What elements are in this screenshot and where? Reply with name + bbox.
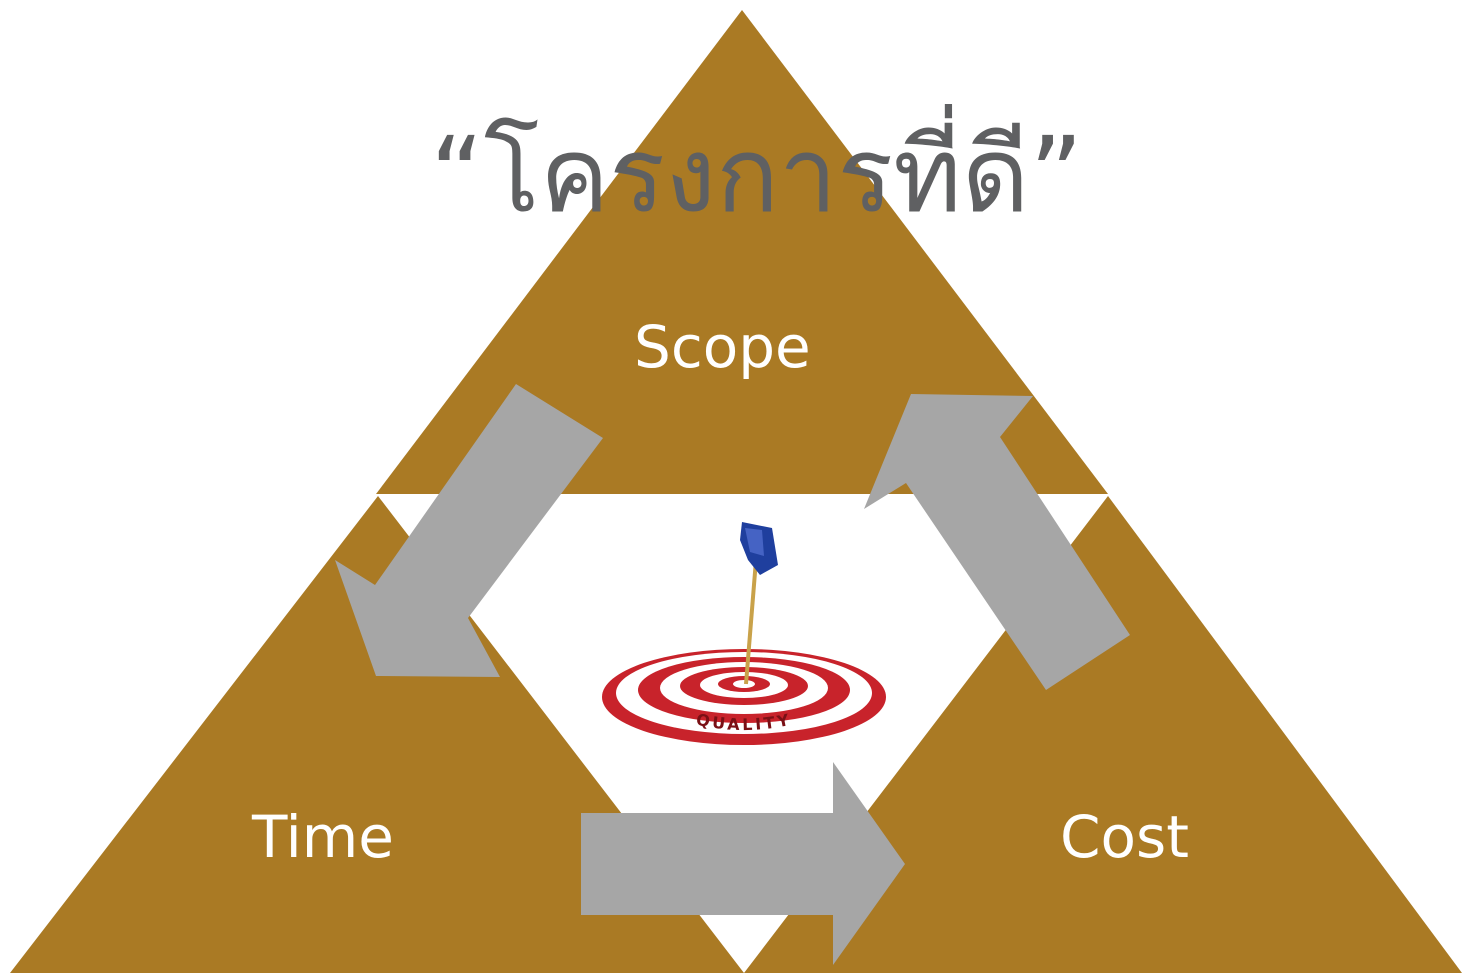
arrow-cost-to-scope: [864, 394, 1130, 690]
time-triangle: [10, 496, 744, 973]
quality-target-image: QUALITY: [602, 512, 886, 752]
diagram-title: “โครงการที่ดี”: [430, 114, 1084, 236]
cost-label: Cost: [1060, 803, 1189, 871]
arrow-scope-to-time: [335, 384, 603, 677]
scope-triangle: [376, 10, 1108, 494]
arrow-time-to-cost: [581, 762, 905, 965]
scope-label: Scope: [634, 313, 811, 381]
time-label: Time: [252, 803, 394, 871]
cost-triangle: [744, 496, 1462, 973]
